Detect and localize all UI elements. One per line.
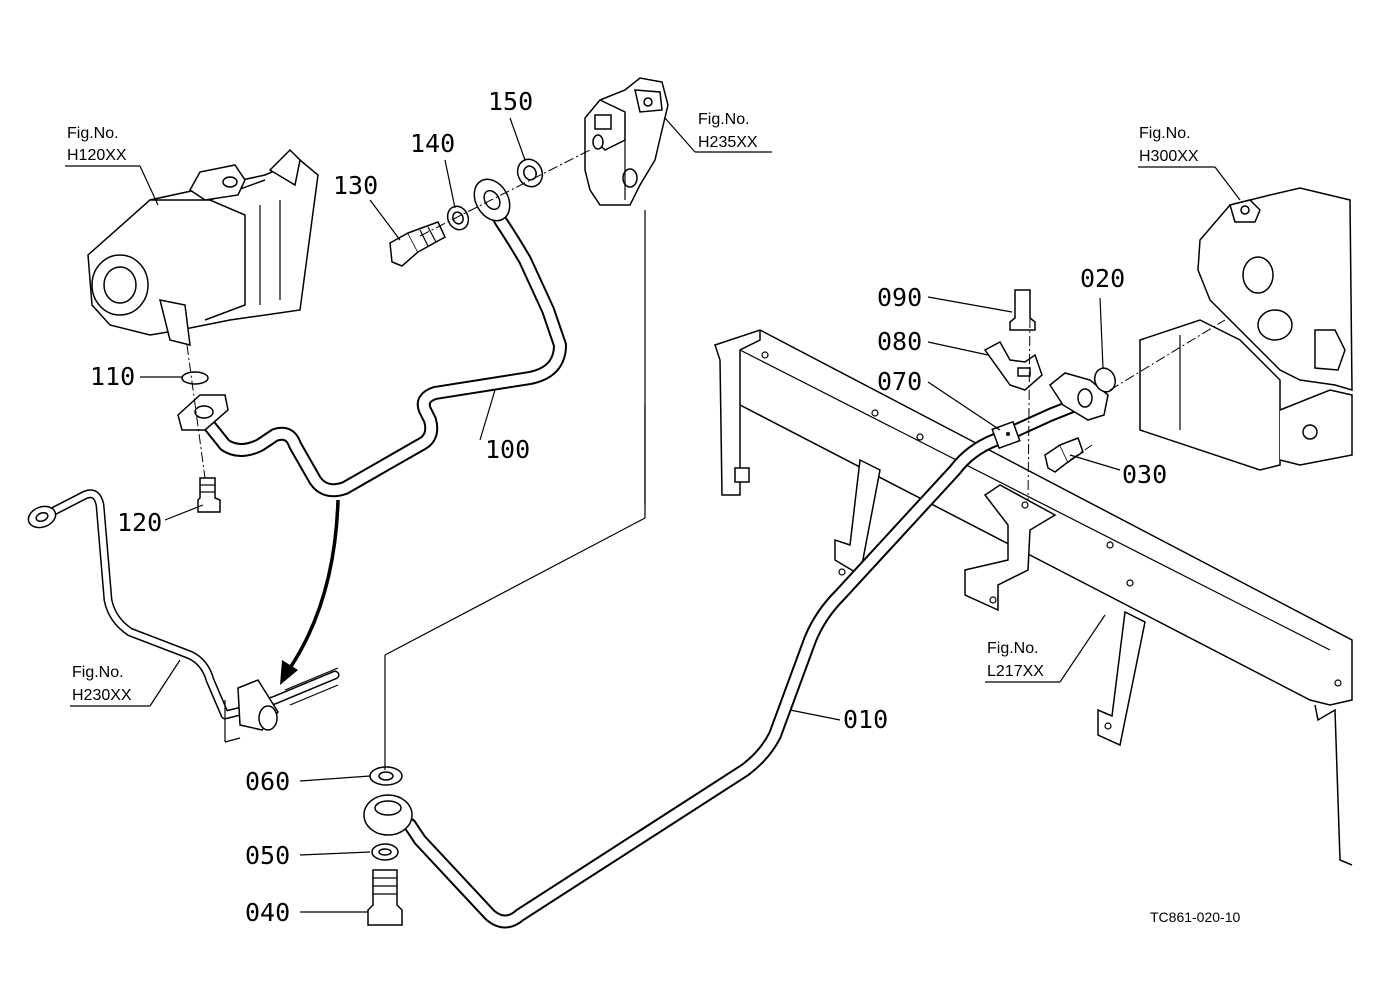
part-label-150: 150 <box>488 87 533 116</box>
part-label-060: 060 <box>245 767 290 796</box>
washer-060 <box>369 766 403 786</box>
direction-arrow <box>280 499 340 685</box>
clamp-080 <box>983 340 1043 391</box>
bolt-090 <box>1009 289 1036 331</box>
fig-ref-h230xx-label: Fig.No. <box>72 664 124 681</box>
bolt-130 <box>389 221 446 267</box>
pipe-010 <box>363 372 1109 929</box>
part-labels: 010 020 030 040 050 060 070 080 090 100 … <box>90 87 1167 927</box>
bolt-040 <box>367 869 403 926</box>
part-label-100: 100 <box>485 435 530 464</box>
fig-ref-h230xx-code: H230XX <box>72 687 132 704</box>
part-label-030: 030 <box>1122 460 1167 489</box>
part-label-050: 050 <box>245 841 290 870</box>
fig-ref-h235xx-label: Fig.No. <box>698 111 750 128</box>
control-valve-drawing <box>584 77 669 206</box>
o-ring-110 <box>181 371 209 385</box>
frame-assembly-drawing <box>714 329 1353 866</box>
transmission-housing-drawing <box>1139 187 1353 471</box>
fig-ref-h300xx-label: Fig.No. <box>1139 125 1191 142</box>
fig-ref-h120xx-code: H120XX <box>67 147 127 164</box>
part-label-080: 080 <box>877 327 922 356</box>
part-label-040: 040 <box>245 898 290 927</box>
hydraulic-pump-drawing <box>87 148 319 346</box>
bolt-120 <box>197 477 221 513</box>
assembly-lines <box>186 149 1226 770</box>
fig-ref-l217xx-code: L217XX <box>987 663 1044 680</box>
o-ring-020 <box>1093 367 1117 393</box>
pipe-h230xx <box>27 489 340 743</box>
leader-lines <box>140 117 1121 913</box>
part-label-090: 090 <box>877 283 922 312</box>
part-label-020: 020 <box>1080 264 1125 293</box>
figure-ref-leaders <box>65 117 1241 707</box>
fig-ref-l217xx-label: Fig.No. <box>987 640 1039 657</box>
pipe-100 <box>177 178 567 498</box>
part-label-130: 130 <box>333 171 378 200</box>
washer-050 <box>371 843 399 861</box>
washer-150 <box>516 158 544 188</box>
part-label-010: 010 <box>843 705 888 734</box>
washer-140 <box>446 205 470 231</box>
fig-ref-h235xx-code: H235XX <box>698 134 758 151</box>
drawing-code: TC861-020-10 <box>1150 909 1240 925</box>
part-label-110: 110 <box>90 362 135 391</box>
fig-ref-h120xx-label: Fig.No. <box>67 125 119 142</box>
part-label-070: 070 <box>877 367 922 396</box>
part-label-140: 140 <box>410 129 455 158</box>
fig-ref-h300xx-code: H300XX <box>1139 148 1199 165</box>
figure-ref-labels: Fig.No. H120XX Fig.No. H235XX Fig.No. H3… <box>67 111 1199 704</box>
part-label-120: 120 <box>117 508 162 537</box>
